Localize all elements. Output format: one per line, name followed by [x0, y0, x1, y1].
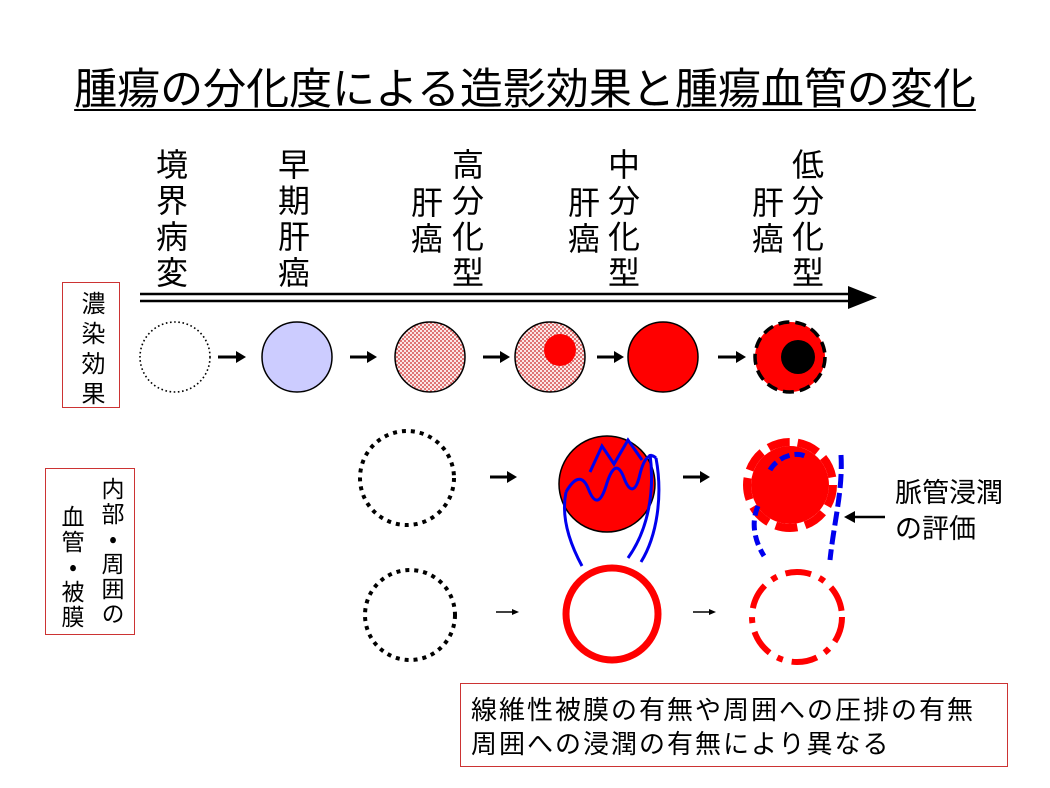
stage-label-moderately-differentiated-hcc: 肝癌 [563, 186, 601, 258]
invasive-vessel-left [751, 504, 767, 558]
feeding-vessel-left [563, 491, 584, 567]
feeding-vessel-right-2 [626, 453, 654, 559]
timeline-arrow [140, 286, 877, 309]
stage-label-well-differentiated: 高分化型 [447, 148, 485, 292]
slide-title: 腫瘍の分化度による造影効果と腫瘍血管の変化 [74, 65, 976, 115]
invasive-tumor-with-vessels [743, 438, 844, 561]
stage-label-early: 早期肝癌 [273, 148, 311, 292]
vessel-row-blank-circle [358, 429, 456, 527]
vessel-capsule-label-col2: 血管・被膜 [57, 505, 83, 630]
invasive-tumor-dashed-border [743, 438, 837, 532]
vessel-capsule-label-box: 内部・周囲の 血管・被膜 [45, 468, 135, 635]
timeline-arrowhead [848, 286, 877, 309]
vessel-row [358, 429, 885, 567]
stage-label-borderline: 境界病変 [151, 148, 189, 292]
enhancement-label-box: 濃染効果 [62, 282, 120, 411]
mixed-nodule-inner-focus [544, 334, 576, 366]
early-hcc-circle [261, 321, 333, 393]
poorly-differentiated-circle [753, 320, 827, 394]
stage-label-well-differentiated-hcc: 肝癌 [406, 186, 444, 258]
intact-capsule-ring [562, 564, 662, 664]
feeding-vessel-right-1 [639, 457, 661, 563]
invasive-vessel-right [827, 454, 844, 561]
stage-label-poorly-differentiated-hcc: 肝癌 [747, 186, 785, 258]
arrow-right-4 [597, 351, 624, 363]
arrow-right-8 [496, 609, 519, 615]
note-line-1: 線維性被膜の有無や周囲への圧排の有無 [471, 696, 976, 726]
mixed-nodule-circle [514, 321, 586, 393]
stage-label-moderately-differentiated: 中分化型 [603, 148, 641, 292]
arrow-right-9 [693, 609, 716, 615]
title-container: 腫瘍の分化度による造影効果と腫瘍血管の変化 [0, 64, 1050, 116]
enhancement-label: 濃染効果 [77, 291, 105, 411]
borderline-lesion-circle [139, 321, 211, 393]
arrow-right-3 [483, 351, 510, 363]
disrupted-capsule-ring [749, 569, 845, 665]
internal-vessel-2 [588, 437, 644, 473]
capsule-row-blank-circle [363, 568, 457, 662]
callout-line-2: の評価 [895, 514, 976, 545]
callout-line-1: 脈管浸潤 [895, 478, 1003, 509]
arrow-left-callout [844, 511, 885, 523]
note-box: 線維性被膜の有無や周囲への圧排の有無 周囲への浸潤の有無により異なる [460, 683, 1008, 767]
moderately-differentiated-circle [627, 321, 699, 393]
arrow-right-2 [350, 351, 377, 363]
arrow-right-5 [718, 351, 746, 363]
capsule-row [363, 564, 845, 665]
note-line-2: 周囲への浸潤の有無により異なる [471, 730, 891, 760]
arrow-right-6 [490, 471, 517, 483]
vessel-capsule-label-col1: 内部・周囲の [97, 477, 123, 627]
well-differentiated-circle [394, 321, 466, 393]
arrow-right-7 [683, 471, 710, 483]
internal-vessel-1 [564, 454, 658, 502]
invasive-vessel-internal [767, 452, 810, 472]
tumor-with-vessels [558, 435, 661, 567]
arrow-right-1 [218, 351, 246, 363]
enhancement-row [139, 320, 827, 394]
poorly-differentiated-core [781, 340, 815, 374]
stage-label-poorly-differentiated: 低分化型 [787, 148, 825, 292]
